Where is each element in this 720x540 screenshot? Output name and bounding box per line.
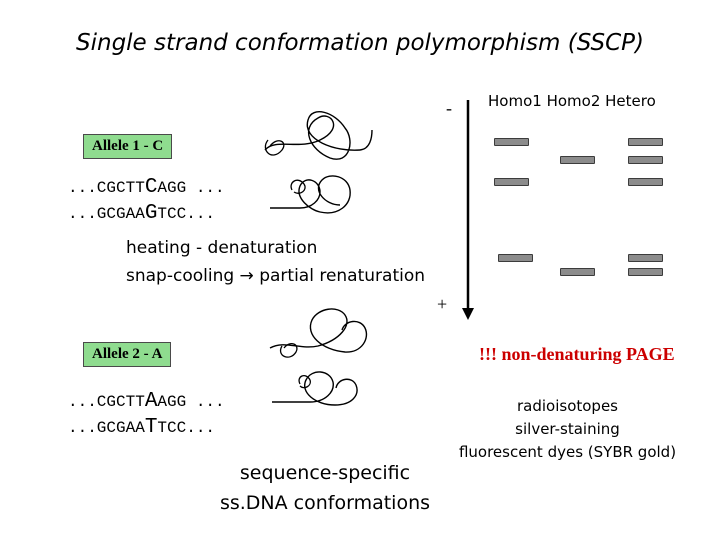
lane-label-hetero: Hetero (605, 92, 656, 110)
snp-base: C (144, 176, 158, 199)
lane-headers: Homo1 Homo2 Hetero (488, 92, 656, 110)
detection-method: fluorescent dyes (SYBR gold) (458, 443, 677, 461)
seq-part: AGG ... (157, 179, 225, 197)
ssdna-coil-allele2-lower (272, 371, 358, 406)
seq-part: ...GCGAA (68, 205, 145, 223)
seq-part: AGG ... (157, 393, 225, 411)
lane-label-homo1: Homo1 (488, 92, 542, 110)
allele1-label: Allele 1 - C (83, 134, 173, 159)
allele1-sequence-top: ...CGCTTCAGG ... (68, 176, 225, 199)
allele2-label: Allele 2 - A (83, 342, 172, 367)
seq-part: ...GCGAA (68, 419, 145, 437)
allele2-sequence-bottom: ...GCGAATTCC... (68, 416, 215, 439)
seq-part: TCC... (157, 205, 216, 223)
gel-band (560, 268, 595, 276)
lane-label-homo2: Homo2 (546, 92, 601, 110)
conformations-caption: sequence-specific ss.DNA conformations (210, 458, 440, 518)
ssdna-coil-allele1-upper (264, 111, 373, 160)
caption-line: ss.DNA conformations (219, 492, 431, 514)
process-snap-cooling: snap-cooling → partial renaturation (126, 266, 425, 286)
non-denaturing-warning: !!! non-denaturing PAGE (479, 344, 675, 364)
gel-band (628, 156, 663, 164)
gel-minus-sign: - (446, 98, 452, 118)
gel-band (628, 254, 663, 262)
detection-methods-list: radioisotopes silver-staining fluorescen… (440, 395, 695, 464)
process-text: partial renaturation (259, 266, 426, 286)
page-title: Single strand conformation polymorphism … (76, 30, 644, 56)
snp-base: A (144, 390, 158, 413)
seq-part: ...CGCTT (68, 179, 145, 197)
detection-method: silver-staining (515, 420, 620, 438)
gel-band (498, 254, 533, 262)
ssdna-coil-allele2-upper (269, 308, 368, 353)
seq-part: ...CGCTT (68, 393, 145, 411)
gel-band (494, 178, 529, 186)
gel-plus-sign: + (437, 294, 448, 314)
allele2-sequence-top: ...CGCTTAAGG ... (68, 390, 225, 413)
caption-line: sequence-specific (239, 462, 411, 484)
process-heating: heating - denaturation (126, 238, 318, 258)
arrow-right-icon: → (239, 266, 254, 286)
gel-band (628, 138, 663, 146)
process-text: snap-cooling (126, 266, 235, 286)
gel-band (628, 178, 663, 186)
detection-method: radioisotopes (516, 397, 618, 415)
gel-direction-arrow (462, 100, 474, 320)
snp-base: T (144, 416, 158, 439)
gel-band (628, 268, 663, 276)
gel-band (560, 156, 595, 164)
seq-part: TCC... (157, 419, 216, 437)
gel-band (494, 138, 529, 146)
snp-base: G (144, 202, 158, 225)
allele1-sequence-bottom: ...GCGAAGTCC... (68, 202, 215, 225)
ssdna-coil-allele1-lower (270, 175, 351, 214)
